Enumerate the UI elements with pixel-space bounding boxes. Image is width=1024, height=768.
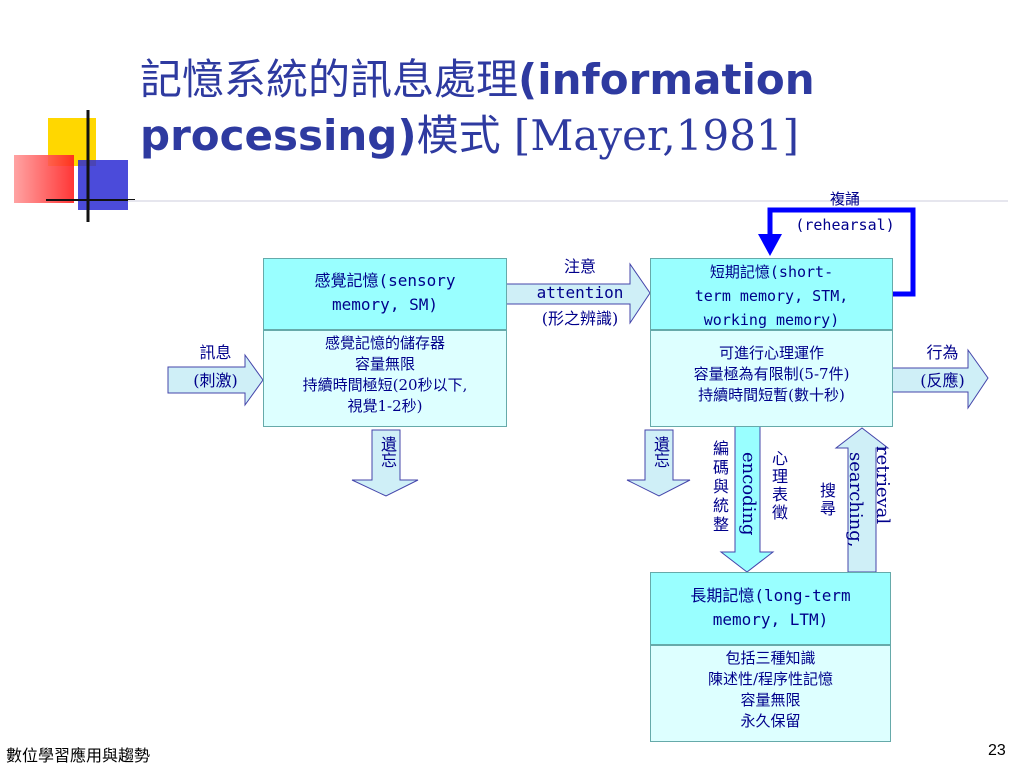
forget-arrow-stm bbox=[626, 429, 691, 497]
encode-en-label: encoding bbox=[738, 452, 759, 536]
stm-header-line: 短期記憶(short- bbox=[709, 263, 834, 281]
encoding-arrow bbox=[719, 425, 775, 573]
stm-body: 可進行心理運作 容量極為有限制(5-7件) 持續時間短暫(數十秒) bbox=[650, 330, 893, 427]
sm-body-line: 容量無限 bbox=[354, 355, 415, 373]
stm-body-line: 容量極為有限制(5-7件) bbox=[693, 365, 850, 383]
ltm-header-line: 長期記憶(long-term bbox=[690, 586, 851, 605]
rehearsal-loop bbox=[767, 207, 916, 297]
sm-header-line: memory, SM) bbox=[332, 295, 438, 314]
sm-body-line: 感覺記憶的儲存器 bbox=[324, 334, 445, 352]
stm-header-line: term memory, STM, bbox=[694, 287, 849, 305]
attention-line: attention bbox=[536, 283, 624, 302]
attention-arrow bbox=[505, 262, 651, 325]
attention-line: 注意 bbox=[563, 257, 596, 276]
stm-body-line: 持續時間短暫(數十秒) bbox=[698, 386, 845, 404]
output-arrow bbox=[889, 348, 989, 410]
sm-body-line: 持續時間極短(20秒以下, bbox=[302, 376, 468, 394]
stm-body-line: 可進行心理運作 bbox=[718, 344, 824, 362]
forget-label-stm: 遺忘 bbox=[651, 436, 670, 468]
sensory-memory-header: 感覺記憶(sensory memory, SM) bbox=[263, 258, 507, 330]
info-line: 訊息 bbox=[199, 343, 232, 362]
rehearsal-line: 複誦 bbox=[829, 190, 860, 208]
search-en-label: searching, bbox=[845, 452, 866, 548]
title-en-1: (information bbox=[518, 55, 815, 104]
psych-label: 心理表徵 bbox=[769, 450, 788, 522]
info-line: (刺激) bbox=[193, 371, 238, 390]
attention-label: 注意 attention (形之辨識) bbox=[510, 254, 650, 332]
attention-line: (形之辨識) bbox=[541, 309, 619, 328]
sm-header-line: 感覺記憶(sensory bbox=[314, 271, 456, 290]
retrieval-en-label: retrieval bbox=[872, 446, 893, 525]
rehearsal-line: (rehearsal) bbox=[795, 216, 895, 234]
stm-header: 短期記憶(short- term memory, STM, working me… bbox=[650, 258, 893, 330]
behavior-line: (反應) bbox=[920, 371, 965, 390]
sensory-memory-body: 感覺記憶的儲存器 容量無限 持續時間極短(20秒以下, 視覺1-2秒) bbox=[263, 330, 507, 427]
ltm-header: 長期記憶(long-term memory, LTM) bbox=[650, 572, 891, 645]
footer-title: 數位學習應用與趨勢 bbox=[6, 748, 151, 765]
sm-body-line: 視覺1-2秒) bbox=[347, 397, 423, 415]
ltm-body-line: 包括三種知識 bbox=[725, 649, 816, 667]
encode-cjk-label: 編碼與統整 bbox=[710, 440, 729, 535]
page-number: 23 bbox=[988, 742, 1006, 759]
ltm-body-line: 永久保留 bbox=[740, 712, 801, 730]
slide-title: 記憶系統的訊息處理(information processing)模式 [May… bbox=[140, 52, 1010, 164]
title-underline bbox=[128, 200, 1008, 202]
forget-arrow-sm bbox=[351, 429, 419, 497]
title-cjk-2: 模式 [Mayer,1981] bbox=[416, 111, 800, 160]
ltm-body-line: 容量無限 bbox=[740, 691, 801, 709]
ltm-body: 包括三種知識 陳述性/程序性記憶 容量無限 永久保留 bbox=[650, 645, 891, 742]
ltm-body-line: 陳述性/程序性記憶 bbox=[707, 670, 834, 688]
stm-header-line: working memory) bbox=[703, 311, 840, 329]
ltm-header-line: memory, LTM) bbox=[712, 610, 829, 629]
behavior-label: 行為 (反應) bbox=[895, 340, 990, 392]
forget-label-sm: 遺忘 bbox=[378, 436, 397, 468]
rehearsal-label: 複誦 (rehearsal) bbox=[775, 186, 915, 238]
info-label: 訊息 (刺激) bbox=[168, 340, 263, 392]
slide-logo bbox=[14, 110, 135, 222]
title-cjk-1: 記憶系統的訊息處理 bbox=[140, 55, 519, 104]
rehearsal-arrowhead bbox=[758, 234, 782, 256]
title-en-2: processing) bbox=[140, 111, 417, 160]
input-arrow bbox=[167, 353, 264, 407]
behavior-line: 行為 bbox=[926, 343, 959, 362]
search-cjk-label: 搜尋 bbox=[817, 482, 836, 518]
